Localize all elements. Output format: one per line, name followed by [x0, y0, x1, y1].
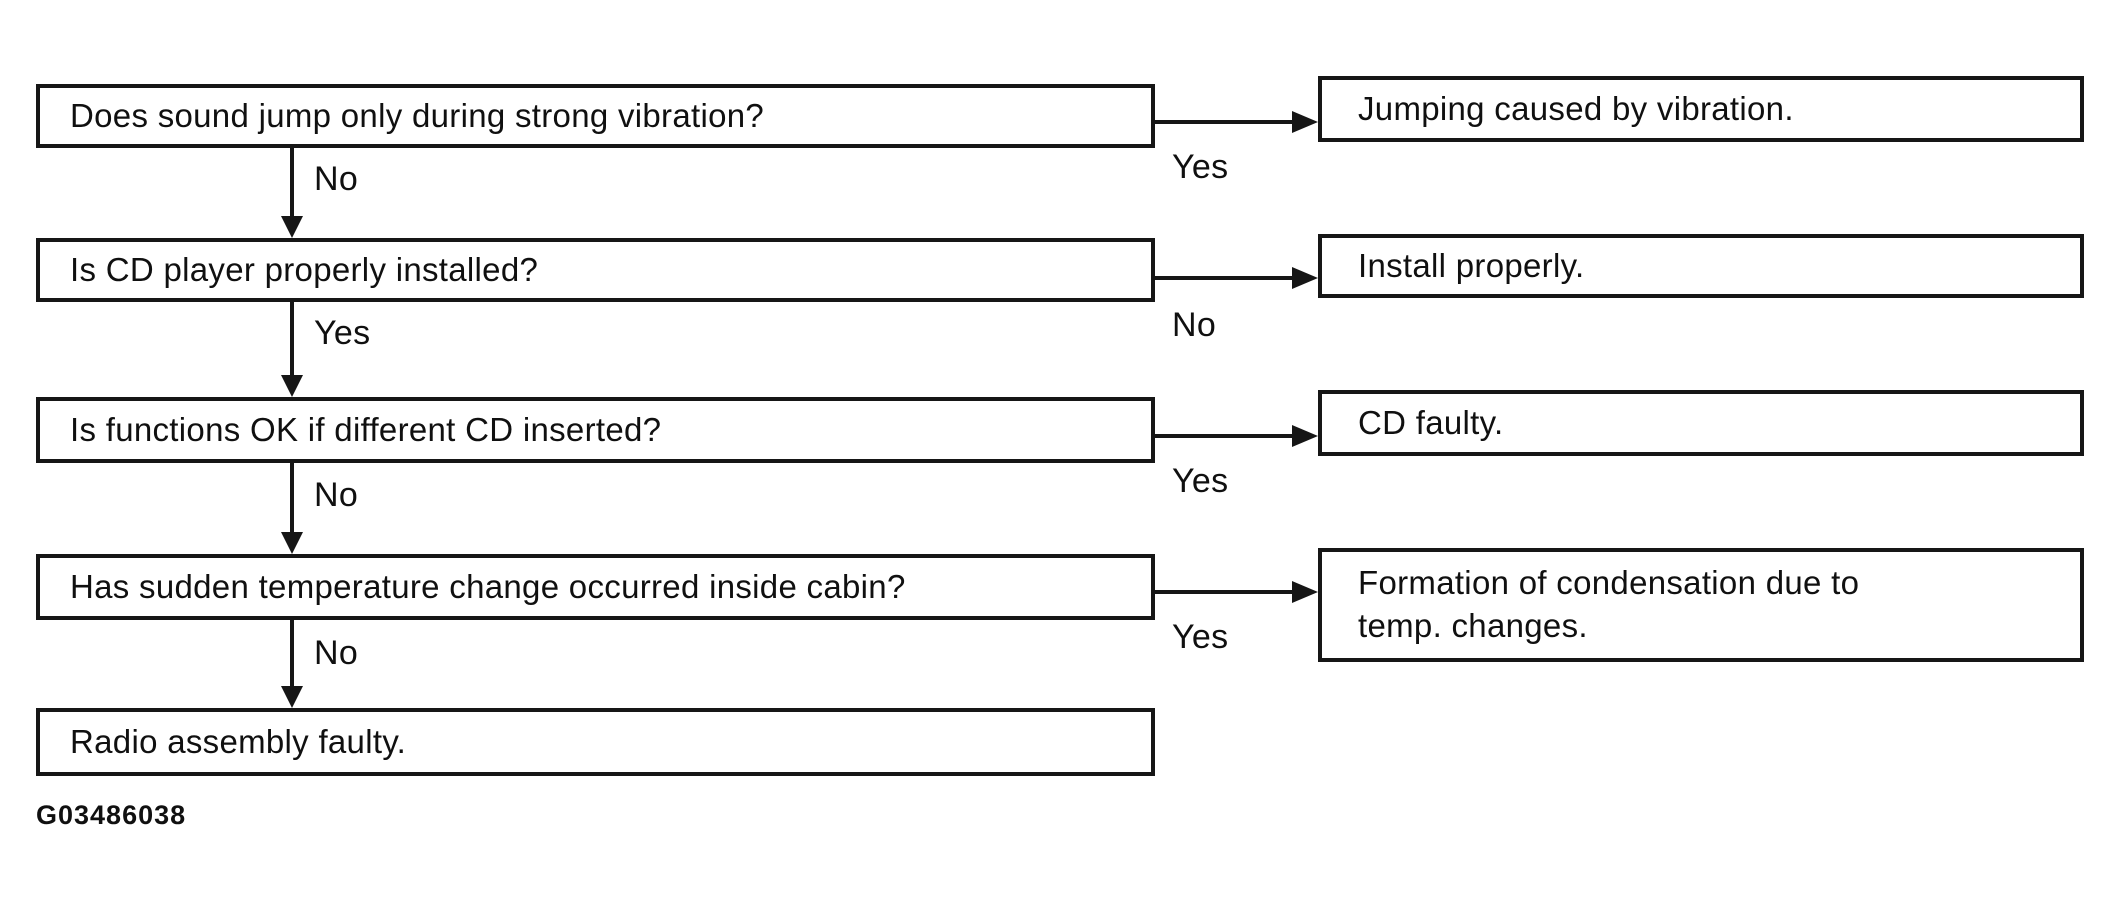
connector-line-right-3 — [1155, 434, 1293, 438]
arrow-down-icon — [281, 532, 303, 554]
arrow-down-icon — [281, 686, 303, 708]
result-box-cd-faulty: CD faulty. — [1318, 390, 2084, 456]
branch-label-down-2: Yes — [314, 314, 371, 352]
branch-label-right-1: Yes — [1172, 148, 1229, 186]
connector-line-right-2 — [1155, 276, 1293, 280]
question-text: Is CD player properly installed? — [70, 250, 539, 288]
arrow-right-icon — [1292, 267, 1318, 289]
arrow-right-icon — [1292, 425, 1318, 447]
connector-line-right-4 — [1155, 590, 1293, 594]
question-box-temperature-change: Has sudden temperature change occurred i… — [36, 554, 1155, 620]
question-box-cd-installed: Is CD player properly installed? — [36, 238, 1155, 302]
question-text: Does sound jump only during strong vibra… — [70, 96, 765, 134]
branch-label-down-3: No — [314, 476, 359, 514]
branch-label-down-4: No — [314, 634, 359, 672]
branch-label-right-3: Yes — [1172, 462, 1229, 500]
result-text: CD faulty. — [1358, 403, 1504, 441]
result-text: Formation of condensation due to temp. c… — [1358, 564, 1860, 644]
terminal-text: Radio assembly faulty. — [70, 722, 407, 760]
arrow-right-icon — [1292, 111, 1318, 133]
connector-line-right-1 — [1155, 120, 1293, 124]
connector-line-down-3 — [290, 463, 294, 532]
branch-label-down-1: No — [314, 160, 359, 198]
arrow-right-icon — [1292, 581, 1318, 603]
connector-line-down-1 — [290, 148, 294, 216]
result-box-condensation: Formation of condensation due to temp. c… — [1318, 548, 2084, 662]
result-text: Install properly. — [1358, 246, 1585, 284]
question-text: Has sudden temperature change occurred i… — [70, 567, 906, 605]
question-text: Is functions OK if different CD inserted… — [70, 410, 662, 448]
result-box-vibration: Jumping caused by vibration. — [1318, 76, 2084, 142]
connector-line-down-4 — [290, 620, 294, 686]
terminal-box-radio-assembly-faulty: Radio assembly faulty. — [36, 708, 1155, 776]
connector-line-down-2 — [290, 302, 294, 375]
branch-label-right-2: No — [1172, 306, 1217, 344]
result-box-install-properly: Install properly. — [1318, 234, 2084, 298]
result-text: Jumping caused by vibration. — [1358, 89, 1794, 127]
question-box-sound-jump: Does sound jump only during strong vibra… — [36, 84, 1155, 148]
figure-code: G03486038 — [36, 800, 187, 830]
branch-label-right-4: Yes — [1172, 618, 1229, 656]
arrow-down-icon — [281, 216, 303, 238]
question-box-different-cd: Is functions OK if different CD inserted… — [36, 397, 1155, 463]
arrow-down-icon — [281, 375, 303, 397]
